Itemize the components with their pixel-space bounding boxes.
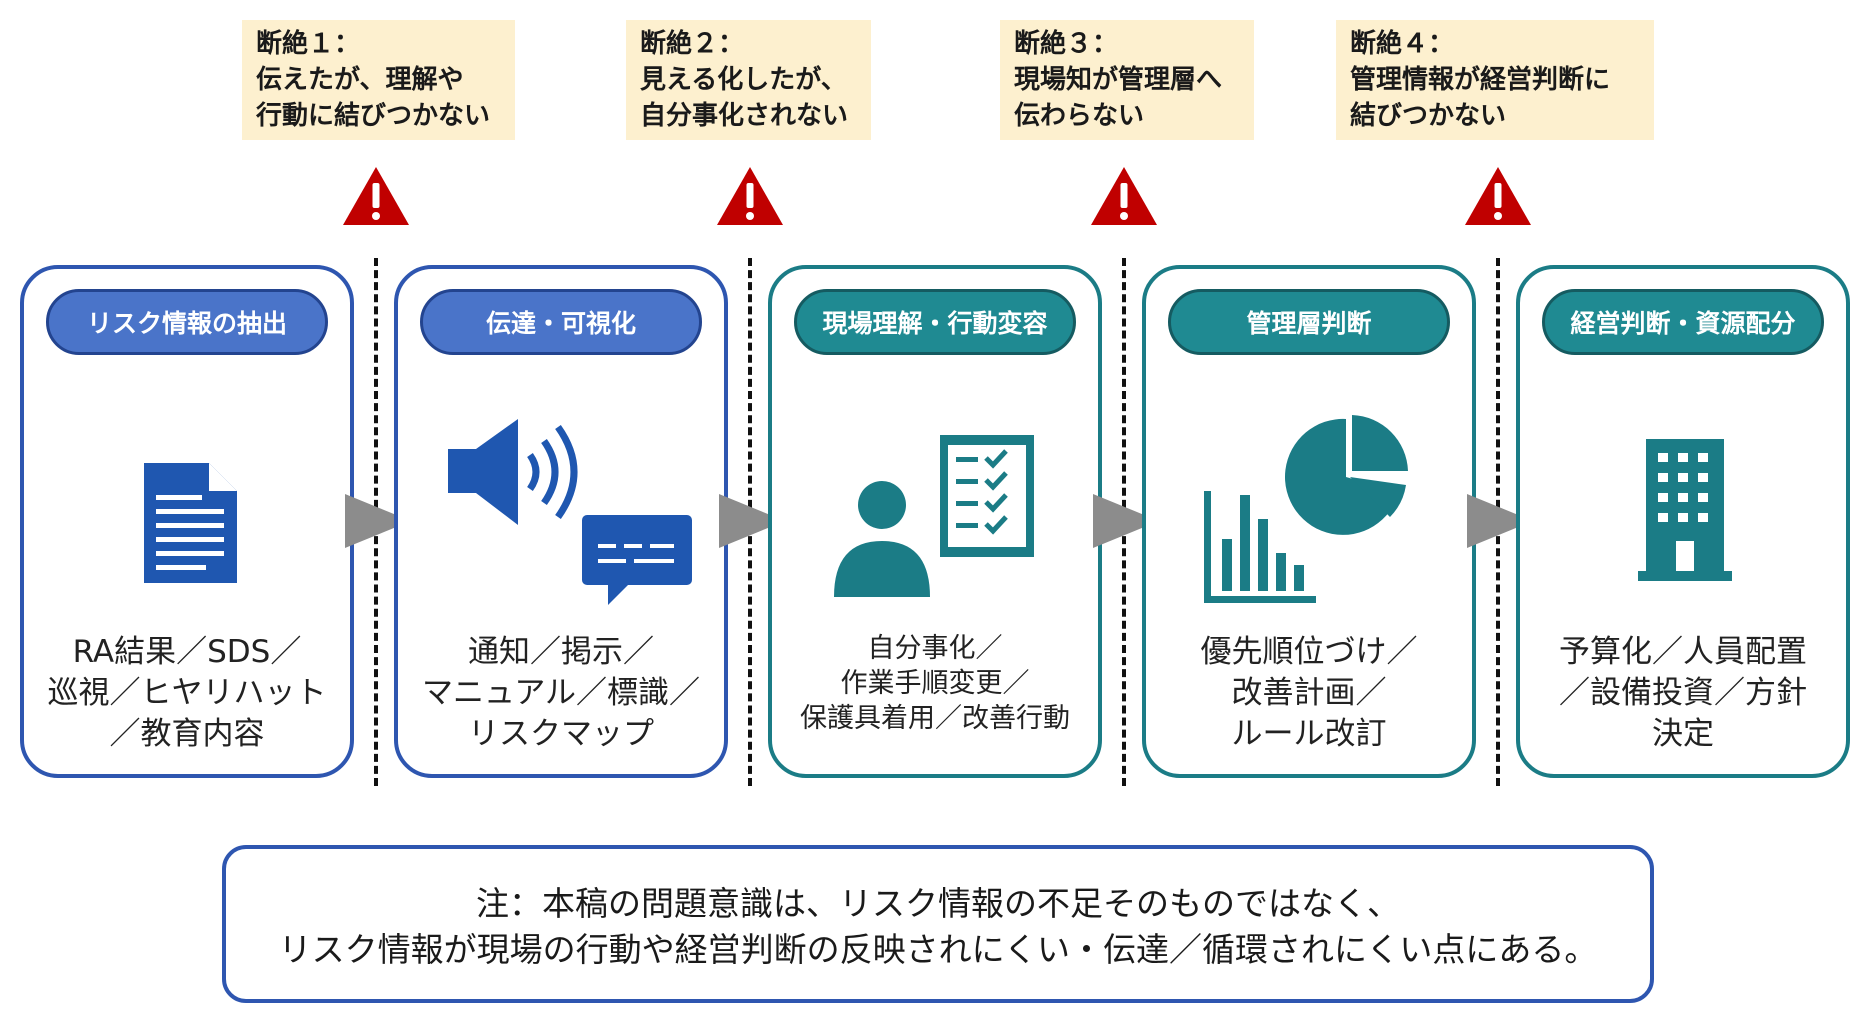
description-line: 作業手順変更／ [840, 668, 1030, 699]
gap-title: 断絶４： [1350, 29, 1455, 59]
stage-title: リスク情報の抽出 [46, 289, 328, 355]
description-line: 通知／掲示／ [468, 634, 654, 670]
warning-icon [343, 167, 409, 225]
note-box: 注：本稿の問題意識は、リスク情報の不足そのものではなく、 リスク情報が現場の行動… [222, 845, 1654, 1003]
gap-title: 断絶３： [1014, 29, 1119, 59]
description-line: マニュアル／標識／ [421, 675, 701, 711]
description-line: 自分事化／ [867, 633, 1003, 664]
gap-line: 見える化したが、 [640, 65, 847, 95]
description-line: RA結果／SDS／ [72, 634, 302, 670]
description-line: 巡視／ヒヤリハット [47, 675, 327, 711]
gap-title: 断絶２： [640, 29, 745, 59]
gap-callout-2: 断絶２： 見える化したが、 自分事化されない [626, 20, 871, 140]
gap-line: 伝えたが、理解や [256, 65, 464, 95]
stage-box-extraction: リスク情報の抽出 RA結果／SDS／ 巡視／ヒヤリハット ／教育内容 [20, 265, 354, 778]
stage-title: 現場理解・行動変容 [794, 289, 1076, 355]
stage-description: 優先順位づけ／ 改善計画／ ルール改訂 [1146, 632, 1472, 755]
warning-icon [1465, 167, 1531, 225]
stage-description: RA結果／SDS／ 巡視／ヒヤリハット ／教育内容 [24, 632, 350, 755]
stage-description: 自分事化／ 作業手順変更／ 保護具着用／改善行動 [772, 631, 1098, 736]
gap-line: 管理情報が経営判断に [1350, 65, 1611, 95]
note-line: 注：本稿の問題意識は、リスク情報の不足そのものではなく、 [476, 884, 1400, 923]
document-icon [144, 463, 237, 583]
gap-callout-4: 断絶４： 管理情報が経営判断に 結びつかない [1336, 20, 1654, 140]
stage-title: 伝達・可視化 [420, 289, 702, 355]
description-line: ／教育内容 [109, 716, 265, 752]
gap-line: 行動に結びつかない [256, 101, 491, 131]
stage-title: 管理層判断 [1168, 289, 1450, 355]
gap-line: 伝わらない [1014, 101, 1145, 131]
description-line: 優先順位づけ／ [1200, 634, 1418, 670]
stage-description: 予算化／人員配置 ／設備投資／方針 決定 [1520, 632, 1846, 755]
gap-title: 断絶１： [256, 29, 361, 59]
gap-line: 自分事化されない [640, 101, 849, 131]
description-line: ルール改訂 [1231, 716, 1387, 752]
description-line: 予算化／人員配置 [1559, 634, 1807, 670]
stage-box-executive: 経営判断・資源配分 予算化／人員配置 ／設備投資／方針 決定 [1516, 265, 1850, 778]
stage-box-field-understanding: 現場理解・行動変容 自分事化／ 作業手順変更／ 保護具着用／改善行動 [768, 265, 1102, 778]
person-checklist-icon [834, 435, 1034, 597]
stage-title: 経営判断・資源配分 [1542, 289, 1824, 355]
description-line: 決定 [1652, 716, 1714, 752]
stage-description: 通知／掲示／ マニュアル／標識／ リスクマップ [398, 632, 724, 755]
description-line: ／設備投資／方針 [1559, 675, 1807, 711]
building-icon [1638, 439, 1732, 581]
gap-line: 結びつかない [1350, 101, 1507, 131]
charts-icon [1204, 415, 1408, 603]
description-line: リスクマップ [468, 716, 654, 752]
note-line: リスク情報が現場の行動や経営判断の反映されにくい・伝達／循環されにくい点にある。 [278, 930, 1598, 969]
gap-line: 現場知が管理層へ [1014, 65, 1223, 95]
description-line: 改善計画／ [1231, 675, 1387, 711]
warning-icon [1091, 167, 1157, 225]
stage-box-management: 管理層判断 優先順位づけ／ 改善計画／ ルール改訂 [1142, 265, 1476, 778]
stage-box-communication: 伝達・可視化 通知／掲示／ マニュアル／標識／ リスクマップ [394, 265, 728, 778]
speaker-chat-icon [448, 419, 692, 605]
gap-callout-1: 断絶１： 伝えたが、理解や 行動に結びつかない [242, 20, 515, 140]
warning-icon [717, 167, 783, 225]
gap-callout-3: 断絶３： 現場知が管理層へ 伝わらない [1000, 20, 1254, 140]
description-line: 保護具着用／改善行動 [800, 703, 1070, 734]
